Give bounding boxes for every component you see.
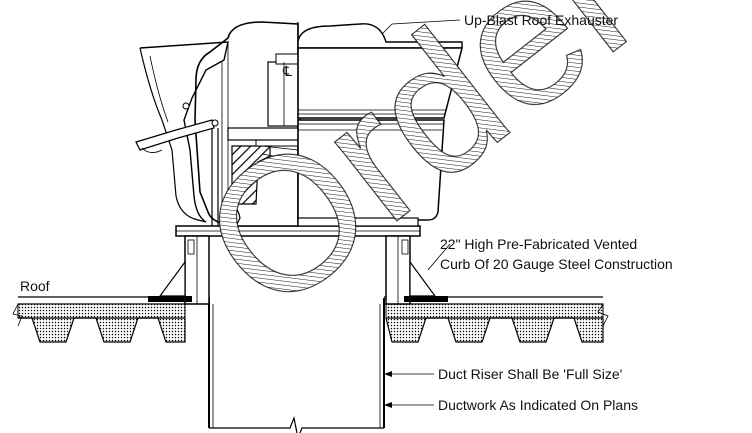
roof-curb xyxy=(148,225,451,305)
roof-deck-right xyxy=(384,296,609,343)
label-curb-line2: Curb Of 20 Gauge Steel Construction xyxy=(440,256,673,272)
label-roof: Roof xyxy=(20,278,50,294)
label-curb-line1: 22" High Pre-Fabricated Vented xyxy=(440,236,637,252)
roof-deck xyxy=(12,296,609,343)
label-ductwork: Ductwork As Indicated On Plans xyxy=(438,397,638,413)
label-exhauster: Up-Blast Roof Exhauster xyxy=(464,12,618,28)
exhauster-body: ℄ xyxy=(135,19,463,227)
leader-lines xyxy=(384,371,434,408)
duct-riser xyxy=(208,298,385,433)
label-riser: Duct Riser Shall Be 'Full Size' xyxy=(438,366,622,382)
centerline-symbol: ℄ xyxy=(282,63,292,79)
roof-deck-left xyxy=(12,296,186,343)
